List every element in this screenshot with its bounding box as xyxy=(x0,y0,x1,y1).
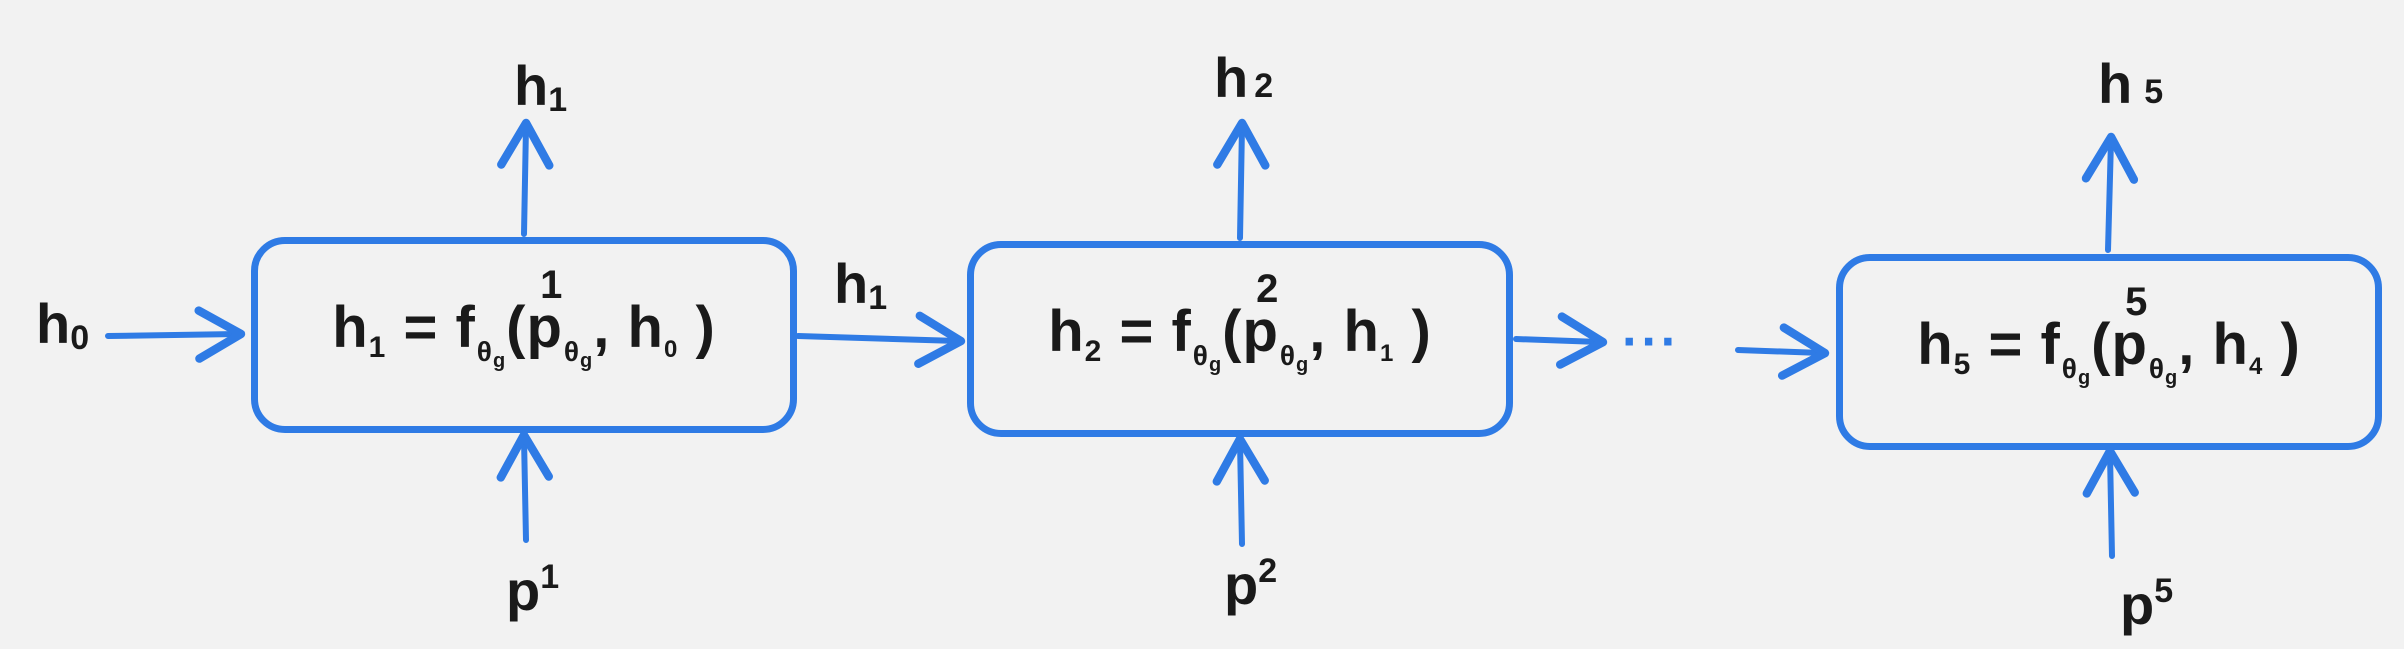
formula-h-sub: 0 xyxy=(663,336,679,363)
formula-f-sub: θg xyxy=(2061,353,2092,389)
output-sub: 2 xyxy=(1254,67,1274,105)
formula-sep: , xyxy=(1309,299,1327,364)
formula-h: h xyxy=(627,295,664,360)
formula-lhs-sub: 2 xyxy=(1084,335,1103,368)
input-base: p xyxy=(1224,553,1259,616)
formula-f-sub: θg xyxy=(1192,340,1223,376)
formula-f: f xyxy=(1171,299,1192,364)
output-base: h xyxy=(1214,46,1249,109)
formula-lhs: h xyxy=(1917,312,1954,377)
output-label-1: h1 xyxy=(514,58,568,119)
formula-sep: , xyxy=(593,295,611,360)
formula-lhs: h xyxy=(1048,299,1085,364)
formula-sep: , xyxy=(2178,312,2196,377)
formula-p-sub: θg xyxy=(2148,353,2179,389)
formula-h-sub: 1 xyxy=(1379,340,1395,367)
transition-sub: 1 xyxy=(868,279,888,317)
h2-transition-arrow xyxy=(1513,312,1608,369)
input-label-2: p2 xyxy=(1224,554,1277,613)
output-sub: 1 xyxy=(548,81,568,119)
input-base: p xyxy=(2120,573,2155,636)
initial-state-label: h0 xyxy=(36,296,90,357)
initial-state-sub: 0 xyxy=(70,319,90,357)
output-base: h xyxy=(2098,52,2133,115)
input-arrow-1 xyxy=(496,430,553,543)
transition-label-h1: h1 xyxy=(834,256,888,317)
input-arrow-2 xyxy=(1212,434,1269,547)
formula-p-sub: θg xyxy=(1279,340,1310,376)
formula-p-sub: θg xyxy=(563,336,594,372)
h0-arrow xyxy=(105,306,246,363)
h1-transition-arrow xyxy=(795,311,966,368)
input-base: p xyxy=(506,559,541,622)
output-sub: 5 xyxy=(2144,73,2164,111)
input-sup: 5 xyxy=(2154,572,2174,610)
h4-transition-arrow xyxy=(1735,323,1830,380)
input-sup: 1 xyxy=(540,558,560,596)
formula-lhs-sub: 1 xyxy=(368,331,387,364)
output-base: h xyxy=(514,54,549,117)
formula-h: h xyxy=(2212,312,2249,377)
formula-close: ) xyxy=(695,295,716,360)
input-arrow-5 xyxy=(2082,446,2139,559)
ellipsis: ··· xyxy=(1622,313,1680,371)
formula-lhs-sub: 5 xyxy=(1953,348,1972,381)
output-arrow-1 xyxy=(497,118,554,237)
input-label-5: p5 xyxy=(2120,574,2173,633)
formula-f-sub: θg xyxy=(476,336,507,372)
formula-eq: = xyxy=(1988,312,2024,377)
formula-h-sub: 4 xyxy=(2248,353,2264,380)
formula-eq: = xyxy=(1119,299,1155,364)
input-sup: 2 xyxy=(1258,552,1278,590)
transition-base: h xyxy=(834,252,869,315)
input-label-1: p1 xyxy=(506,560,559,619)
formula-f: f xyxy=(2040,312,2061,377)
output-arrow-5 xyxy=(2081,132,2139,253)
formula-eq: = xyxy=(403,295,439,360)
output-arrow-2 xyxy=(1213,118,1270,241)
formula-close: ) xyxy=(1411,299,1432,364)
initial-state-base: h xyxy=(36,292,71,355)
formula-close: ) xyxy=(2280,312,2301,377)
formula-lhs: h xyxy=(332,295,369,360)
formula-h: h xyxy=(1343,299,1380,364)
formula-f: f xyxy=(455,295,476,360)
